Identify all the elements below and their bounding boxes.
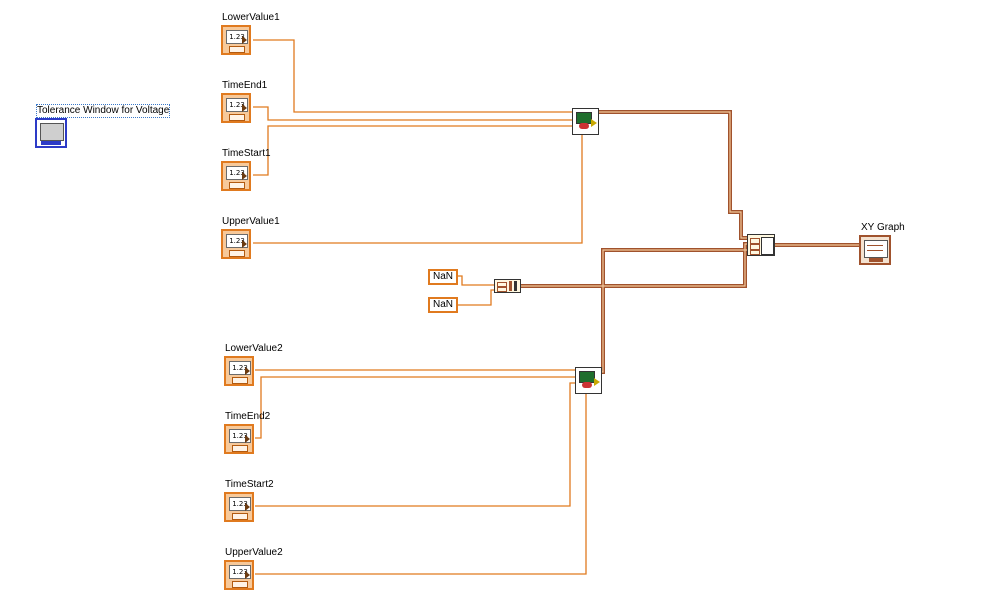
build-array-icon[interactable] xyxy=(494,279,521,293)
numeric-control-icon[interactable]: 1.23 xyxy=(221,25,251,55)
label-uppervalue2: UpperValue2 xyxy=(225,547,283,558)
subvi-icon[interactable] xyxy=(575,367,602,394)
wire-timestart2 xyxy=(255,382,576,507)
label-lowervalue1: LowerValue1 xyxy=(222,12,280,23)
numeric-control-icon[interactable]: 1.23 xyxy=(224,560,254,590)
wire-uppervalue1 xyxy=(253,134,583,244)
tolerance-window-label: Tolerance Window for Voltage xyxy=(35,104,171,118)
wire-timeend1 xyxy=(253,106,573,121)
label-timestart2: TimeStart2 xyxy=(225,479,274,490)
numeric-control-icon[interactable]: 1.23 xyxy=(224,492,254,522)
numeric-control-icon[interactable]: 1.23 xyxy=(224,424,254,454)
xy-graph-label: XY Graph xyxy=(861,222,905,233)
wire-timeend2 xyxy=(255,376,576,439)
wire-timestart1 xyxy=(253,125,573,176)
wire-cluster2 xyxy=(598,248,748,374)
label-lowervalue2: LowerValue2 xyxy=(225,343,283,354)
wire-nan1 xyxy=(455,275,494,286)
nan-constant[interactable]: NaN xyxy=(428,297,459,313)
wire-nan2 xyxy=(455,289,494,306)
xy-graph-icon[interactable] xyxy=(859,235,891,265)
label-timeend1: TimeEnd1 xyxy=(222,80,268,91)
numeric-control-icon[interactable]: 1.23 xyxy=(224,356,254,386)
wire-uppervalue2 xyxy=(255,393,587,575)
label-timeend2: TimeEnd2 xyxy=(225,411,271,422)
wire-cluster1 xyxy=(598,110,748,240)
label-uppervalue1: UpperValue1 xyxy=(222,216,280,227)
label-timestart1: TimeStart1 xyxy=(222,148,271,159)
tolerance-window-icon[interactable] xyxy=(35,118,67,148)
nan-constant[interactable]: NaN xyxy=(428,269,459,285)
subvi-icon[interactable] xyxy=(572,108,599,135)
numeric-control-icon[interactable]: 1.23 xyxy=(221,229,251,259)
wire-lowervalue1 xyxy=(253,39,573,113)
numeric-control-icon[interactable]: 1.23 xyxy=(221,93,251,123)
bundle-icon[interactable] xyxy=(747,234,775,256)
numeric-control-icon[interactable]: 1.23 xyxy=(221,161,251,191)
